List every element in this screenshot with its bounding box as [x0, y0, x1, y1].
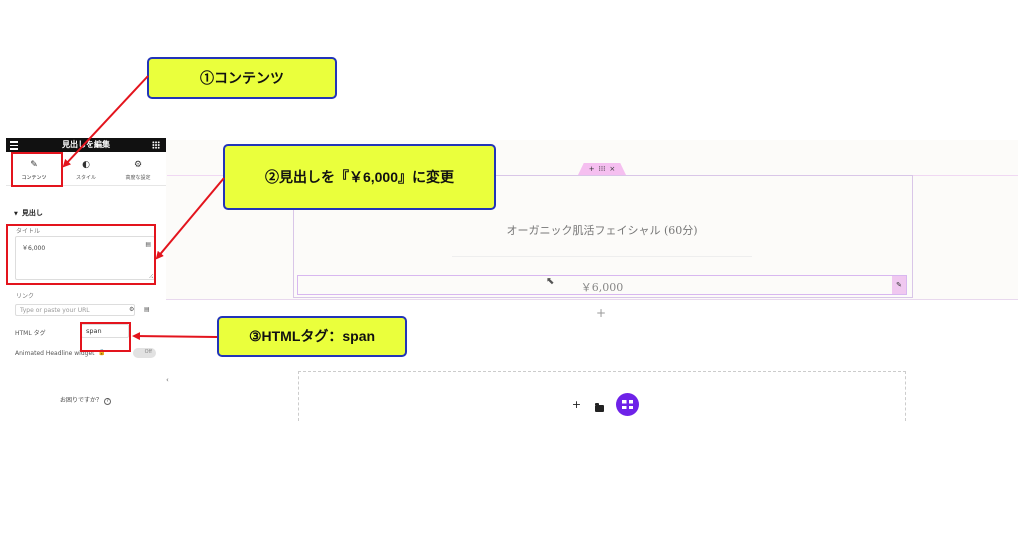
help-label: お困りですか？ [60, 397, 103, 404]
hamburger-menu-icon[interactable] [10, 139, 20, 150]
highlight-content-tab [11, 152, 63, 187]
tab-advanced-label: 高度な設定 [125, 175, 151, 181]
delete-section-icon[interactable]: × [609, 165, 616, 173]
lock-icon: 🔒 [98, 349, 106, 356]
link-url-input[interactable] [15, 304, 135, 316]
highlight-title-field [6, 224, 156, 285]
add-section-icon[interactable]: + [588, 165, 595, 173]
callout-step-3: ③HTMLタグ：span [217, 316, 407, 357]
help-link[interactable]: お困りですか？? [60, 395, 112, 405]
add-element-plus-icon[interactable]: + [596, 306, 607, 320]
folder-icon [595, 403, 604, 412]
section-heading-toggle[interactable]: ▼見出し [14, 208, 43, 218]
resize-grip-icon[interactable] [148, 273, 153, 278]
editor-sidebar: 見出しを編集 ✎ コンテンツ ◐ スタイル ⚙ 高度な設定 ▼見出し タイトル … [6, 138, 166, 420]
elementor-kit-button[interactable] [616, 393, 639, 416]
tab-content-label: コンテンツ [21, 175, 47, 181]
title-value: ￥6,000 [22, 245, 46, 252]
container-box[interactable] [293, 175, 913, 298]
gear-icon: ⚙ [133, 160, 143, 170]
animated-headline-label: Animated Headline widget [15, 350, 95, 357]
service-title-heading[interactable]: オーガニック肌活フェイシャル (60分) [506, 224, 698, 237]
sidebar-header: 見出しを編集 [6, 138, 166, 152]
link-field-label: リンク [16, 293, 35, 300]
highlight-html-tag [80, 322, 131, 352]
template-library-button[interactable] [591, 397, 608, 414]
collapse-panel-chevron-icon[interactable]: ‹ [166, 376, 169, 384]
link-settings-gear-icon[interactable]: ⚙ [129, 306, 135, 313]
dynamic-tags-icon[interactable]: ▤ [145, 241, 151, 248]
mouse-cursor-icon: ⬉ [546, 276, 555, 287]
edit-widget-pencil-icon[interactable]: ✎ [892, 276, 906, 294]
help-question-icon: ? [104, 398, 112, 405]
html-tag-label: HTML タグ [15, 330, 46, 337]
drag-handle-icon[interactable]: ⁞⁞⁞ [598, 165, 606, 173]
section-heading-label: 見出し [21, 209, 43, 217]
widgets-grid-icon[interactable] [152, 141, 160, 149]
callout-step-2: ②見出しを『￥6,000』に変更 [223, 144, 496, 210]
divider [452, 256, 752, 257]
callout-step-1: ①コンテンツ [147, 57, 337, 99]
tab-advanced[interactable]: ⚙ 高度な設定 [112, 152, 164, 186]
caret-down-icon: ▼ [14, 211, 18, 217]
add-section-drop-zone[interactable] [298, 371, 906, 421]
link-dynamic-tags-icon[interactable]: ▤ [144, 306, 150, 313]
price-text: ￥6,000 [580, 281, 624, 294]
pencil-icon: ✎ [30, 160, 38, 170]
sidebar-title: 見出しを編集 [62, 140, 110, 149]
price-heading-widget[interactable]: ￥6,000 ✎ [297, 275, 907, 295]
add-section-button[interactable]: + [568, 396, 585, 413]
grid-icon [622, 400, 633, 409]
animated-headline-toggle[interactable]: Off [133, 348, 156, 358]
tab-style[interactable]: ◐ スタイル [60, 152, 112, 186]
section-handle[interactable]: +⁞⁞⁞× [578, 163, 626, 175]
half-circle-icon: ◐ [82, 160, 90, 170]
toggle-off-label: Off [144, 349, 152, 355]
title-field-label: タイトル [16, 228, 41, 235]
tab-style-label: スタイル [75, 175, 96, 181]
